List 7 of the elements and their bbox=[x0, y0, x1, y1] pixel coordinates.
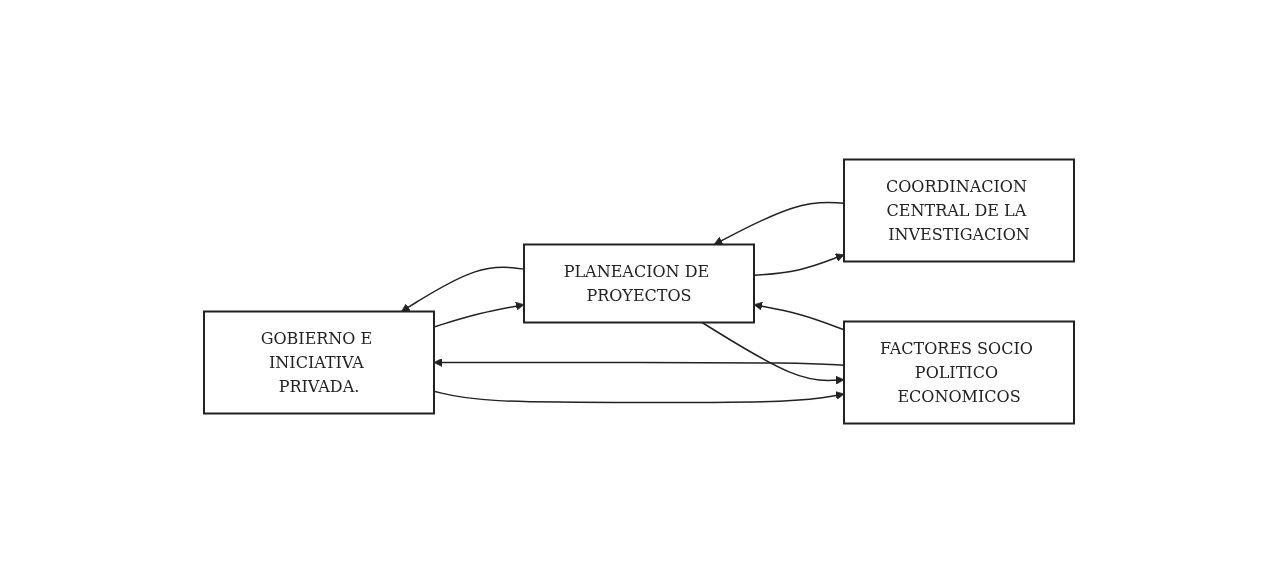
node-box: COORDINACION CENTRAL DE LA INVESTIGACION bbox=[843, 158, 1075, 263]
node-box: FACTORES SOCIO POLITICO ECONOMICOS bbox=[843, 320, 1075, 425]
arrow bbox=[701, 321, 845, 385]
arrow bbox=[713, 201, 845, 245]
node-box: GOBIERNO E INICIATIVA PRIVADA. bbox=[203, 310, 435, 415]
arrow bbox=[401, 266, 525, 312]
node-box: PLANEACION DE PROYECTOS bbox=[523, 243, 755, 324]
